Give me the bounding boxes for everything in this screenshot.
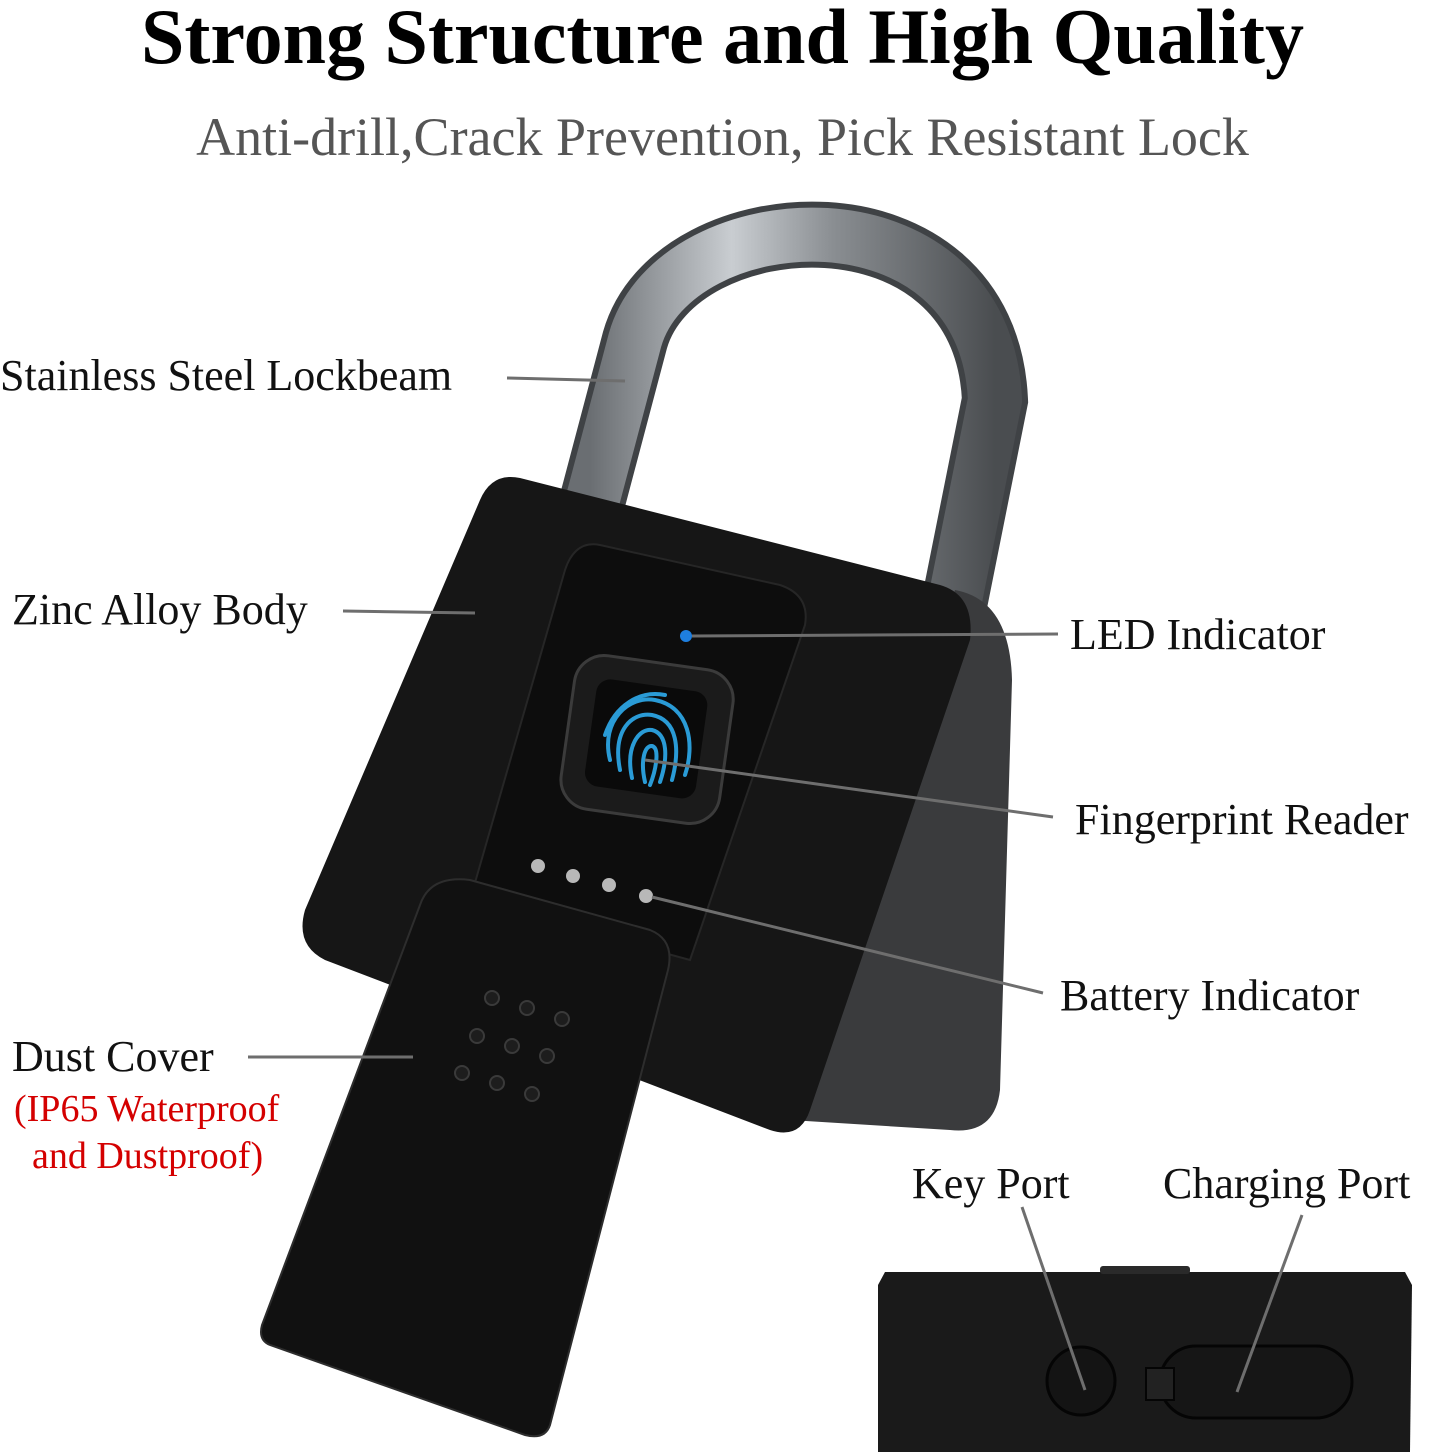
label-fingerprint: Fingerprint Reader [1075, 795, 1409, 844]
battery-dots [531, 859, 653, 903]
label-battery: Battery Indicator [1060, 971, 1360, 1020]
label-led: LED Indicator [1070, 610, 1326, 659]
page-title: Strong Structure and High Quality [141, 0, 1304, 80]
label-charging-port: Charging Port [1163, 1159, 1411, 1208]
label-key-port: Key Port [912, 1159, 1070, 1208]
label-body: Zinc Alloy Body [12, 585, 308, 634]
page-subtitle: Anti-drill,Crack Prevention, Pick Resist… [196, 107, 1249, 167]
fingerprint-icon [603, 692, 692, 787]
usb-port-icon [1158, 1344, 1354, 1420]
label-dust-cover: Dust Cover [12, 1032, 214, 1081]
label-lockbeam: Stainless Steel Lockbeam [0, 351, 453, 400]
label-dust-note-1: (IP65 Waterproof [14, 1088, 280, 1130]
label-dust-note-2: and Dustproof) [32, 1135, 264, 1177]
led-dot [680, 630, 692, 642]
leader-lines [248, 376, 1304, 1393]
dust-cover [260, 878, 671, 1438]
